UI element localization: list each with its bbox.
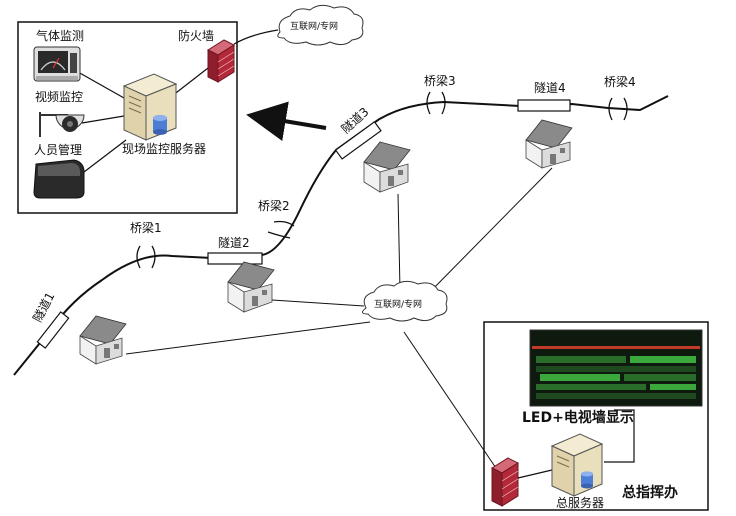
house-icon bbox=[525, 119, 573, 169]
site-server-label: 现场监控服务器 bbox=[122, 141, 206, 156]
personnel-management-label: 人员管理 bbox=[34, 142, 82, 157]
bridge-2-label: 桥梁2 bbox=[258, 198, 290, 213]
tunnel-1-label: 隧道1 bbox=[29, 289, 57, 324]
firewall-icon bbox=[206, 39, 236, 83]
tunnel-2-shape bbox=[207, 252, 263, 265]
video-monitoring-label: 视频监控 bbox=[35, 89, 83, 104]
tunnel-3-shape bbox=[334, 121, 382, 160]
firewall-label: 防火墙 bbox=[178, 28, 214, 43]
bridge-3-label: 桥梁3 bbox=[424, 73, 456, 88]
command-center-box bbox=[483, 321, 709, 511]
tunnel-4-label: 隧道4 bbox=[534, 80, 566, 95]
firewall-icon bbox=[490, 457, 520, 507]
bridge-1-shape bbox=[136, 245, 156, 269]
site-server-icon bbox=[122, 73, 178, 141]
video-to-server-line bbox=[81, 115, 125, 124]
display-caption: LED+电视墙显示 bbox=[522, 409, 634, 426]
screen-to-server-line bbox=[604, 409, 635, 463]
bridge-1-label: 桥梁1 bbox=[130, 220, 162, 235]
main-server-icon bbox=[550, 433, 604, 497]
bridge-4-shape bbox=[608, 97, 628, 121]
gas-monitoring-label: 气体监测 bbox=[36, 28, 84, 43]
top-cloud-label: 互联网/专网 bbox=[290, 20, 338, 32]
house-icon bbox=[79, 315, 127, 365]
firewall-to-cloud-line bbox=[233, 29, 279, 45]
server-to-firewall-line bbox=[171, 67, 209, 97]
led-display-screen bbox=[529, 329, 703, 407]
firewall-to-server-line bbox=[517, 469, 553, 479]
tunnel-4-shape bbox=[517, 99, 571, 112]
gas-to-server-line bbox=[77, 71, 125, 99]
tunnel-2-label: 隧道2 bbox=[218, 235, 250, 250]
bridge-4-label: 桥梁4 bbox=[604, 74, 636, 89]
house-icon bbox=[227, 261, 275, 313]
data-flow-arrow bbox=[246, 101, 327, 141]
gas-monitor-icon bbox=[33, 46, 81, 82]
central-cloud-icon bbox=[362, 280, 448, 322]
bridge-3-shape bbox=[426, 91, 446, 115]
personnel-to-server-line bbox=[83, 139, 127, 173]
road-path bbox=[13, 95, 669, 376]
main-server-label: 总服务器 bbox=[556, 495, 604, 510]
personnel-device-icon bbox=[33, 159, 85, 199]
command-center-title: 总指挥办 bbox=[622, 484, 678, 501]
site-monitoring-box bbox=[17, 21, 238, 214]
dome-camera-icon bbox=[39, 112, 85, 137]
bridge-2-shape bbox=[267, 220, 295, 239]
network-links bbox=[125, 167, 553, 475]
central-cloud-label: 互联网/专网 bbox=[374, 298, 422, 310]
house-icon bbox=[363, 141, 411, 193]
top-cloud-icon bbox=[277, 4, 364, 46]
tunnel-1-shape bbox=[36, 311, 70, 349]
